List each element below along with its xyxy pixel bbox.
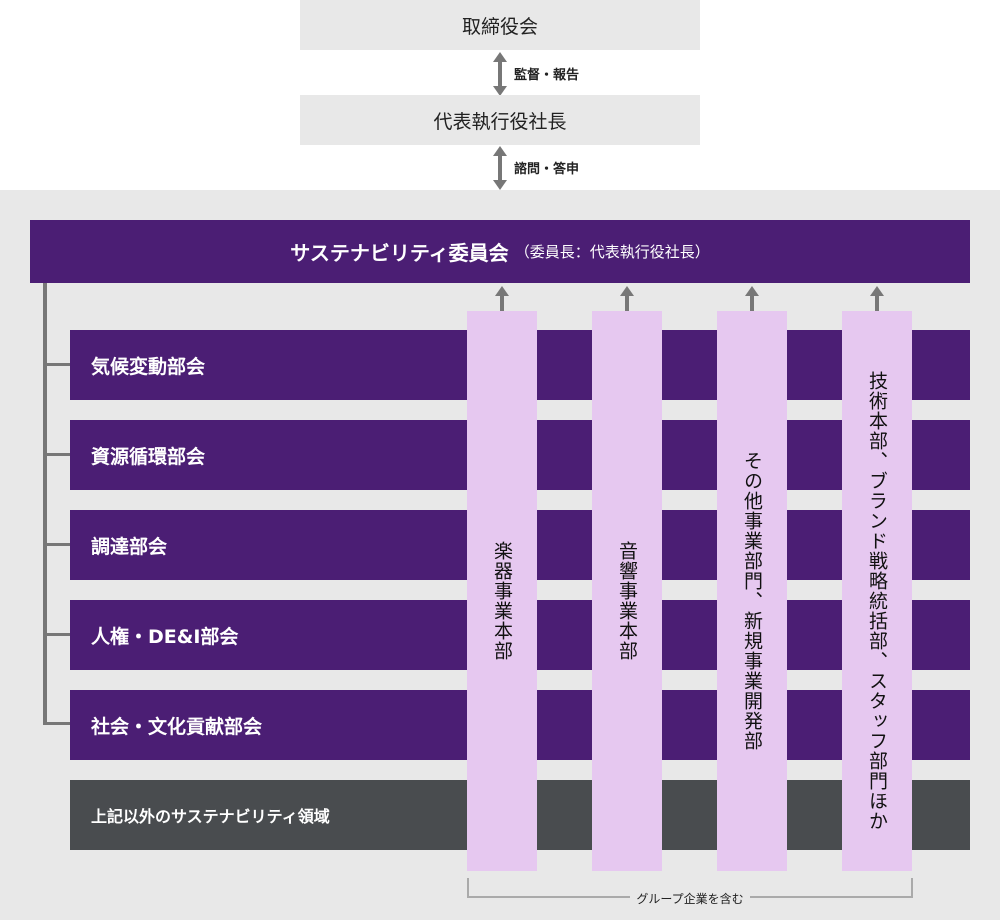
subcommittee-label: 人権・DE&I部会 — [91, 625, 239, 648]
division-label: 楽器事業本部 — [491, 541, 513, 661]
ceo-box: 代表執行役社長 — [300, 95, 700, 145]
division-arrow — [620, 286, 634, 311]
subcommittee-label: 資源循環部会 — [91, 445, 206, 468]
committee-subtitle: （委員長：代表執行役社長） — [514, 243, 710, 261]
subcommittee-label: 調達部会 — [91, 535, 168, 558]
division-arrow — [870, 286, 884, 311]
arrow-up-icon — [493, 52, 507, 62]
arrow-down-icon — [493, 180, 507, 190]
supervise-report-label: 監督・報告 — [514, 68, 580, 83]
subcommittee-label: 気候変動部会 — [91, 355, 206, 378]
subcommittee-label: 社会・文化貢献部会 — [91, 715, 263, 738]
tree-branch-line — [43, 633, 70, 636]
board-of-directors-box: 取締役会 — [300, 0, 700, 50]
arrow-up-icon — [870, 286, 884, 296]
division-label: 音響事業本部 — [616, 541, 638, 661]
division-technology-brand-staff: 技術本部、ブランド戦略統括部、スタッフ部門ほか — [842, 311, 912, 871]
tree-branch-line — [43, 543, 70, 546]
division-musical-instruments: 楽器事業本部 — [467, 311, 537, 871]
arrow-consult-report — [493, 146, 507, 190]
tree-branch-line — [43, 453, 70, 456]
group-companies-label: グループ企業を含む — [630, 892, 750, 906]
arrow-up-icon — [745, 286, 759, 296]
arrow-supervise-report — [493, 52, 507, 96]
division-audio-equipment: 音響事業本部 — [592, 311, 662, 871]
arrow-down-icon — [493, 86, 507, 96]
arrow-up-icon — [493, 146, 507, 156]
subcommittee-label: 上記以外のサステナビリティ領域 — [91, 807, 330, 826]
tree-vertical-line — [43, 283, 47, 725]
tree-branch-line — [43, 722, 70, 725]
division-other-new-business: その他事業部門、新規事業開発部 — [717, 311, 787, 871]
tree-branch-line — [43, 363, 70, 366]
committee-title: サステナビリティ委員会 — [290, 241, 509, 265]
division-arrow — [495, 286, 509, 311]
division-label: 技術本部、ブランド戦略統括部、スタッフ部門ほか — [866, 371, 888, 831]
board-label: 取締役会 — [461, 15, 538, 38]
division-arrow — [745, 286, 759, 311]
consult-report-label: 諮問・答申 — [514, 162, 580, 177]
division-label: その他事業部門、新規事業開発部 — [741, 451, 763, 751]
arrow-up-icon — [495, 286, 509, 296]
sustainability-committee-bar: サステナビリティ委員会 （委員長：代表執行役社長） — [30, 220, 970, 283]
ceo-label: 代表執行役社長 — [433, 110, 567, 133]
arrow-up-icon — [620, 286, 634, 296]
